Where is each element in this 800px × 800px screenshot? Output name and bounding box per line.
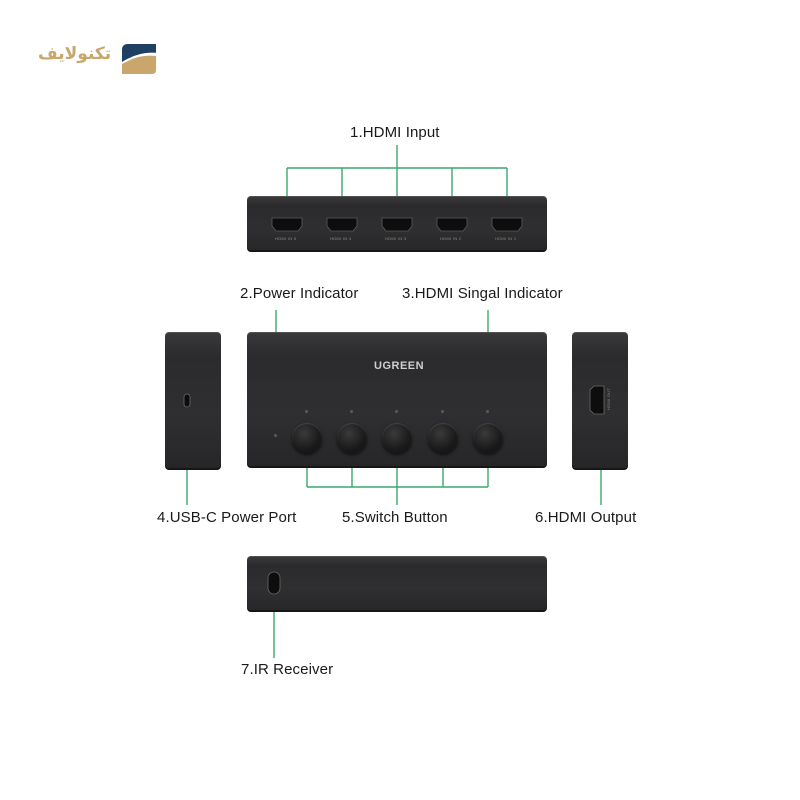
ir-receiver-label: 7.IR Receiver xyxy=(241,661,334,678)
usbc-power-port-label: 4.USB-C Power Port xyxy=(157,509,297,526)
switch-button xyxy=(428,423,458,453)
logo-text: تکنولایف xyxy=(38,44,112,64)
switch-button xyxy=(337,423,367,453)
signal-indicator-led xyxy=(441,410,444,413)
ir-receiver-window-icon xyxy=(267,571,281,595)
switch-ir-side xyxy=(247,556,547,612)
brand-label: UGREEN xyxy=(374,360,425,372)
signal-indicator-led xyxy=(350,410,353,413)
usbc-port-icon xyxy=(183,393,191,408)
power-indicator-led xyxy=(274,434,277,437)
switch-button-label: 5.Switch Button xyxy=(342,509,448,526)
hdmi-in-1-caption: HDMI IN 1 xyxy=(495,236,517,241)
hdmi-input-port xyxy=(271,217,303,232)
hdmi-input-port xyxy=(491,217,523,232)
signal-indicator-led xyxy=(486,410,489,413)
switch-button xyxy=(292,423,322,453)
hdmi-input-port xyxy=(381,217,413,232)
hdmi-input-port xyxy=(326,217,358,232)
switch-button xyxy=(382,423,412,453)
hdmi-in-2-caption: HDMI IN 2 xyxy=(440,236,462,241)
hdmi-in-5-caption: HDMI IN 5 xyxy=(275,236,297,241)
signal-indicator-led xyxy=(395,410,398,413)
logo-emblem-icon xyxy=(122,44,159,74)
hdmi-output-port-icon xyxy=(589,385,605,415)
hdmi-input-ports xyxy=(271,217,523,232)
hdmi-input-port xyxy=(436,217,468,232)
hdmi-in-4-caption: HDMI IN 4 xyxy=(330,236,352,241)
hdmi-input-label: 1.HDMI Input xyxy=(350,124,440,141)
signal-indicator-led xyxy=(305,410,308,413)
switch-button xyxy=(473,423,503,453)
power-indicator-label: 2.Power Indicator xyxy=(240,285,359,302)
hdmi-output-label: 6.HDMI Output xyxy=(535,509,637,526)
hdmi-out-caption: HDMI OUT xyxy=(606,387,611,410)
hdmi-signal-indicator-label: 3.HDMI Singal Indicator xyxy=(402,285,563,302)
hdmi-in-3-caption: HDMI IN 3 xyxy=(385,236,407,241)
switch-left-side xyxy=(165,332,221,470)
